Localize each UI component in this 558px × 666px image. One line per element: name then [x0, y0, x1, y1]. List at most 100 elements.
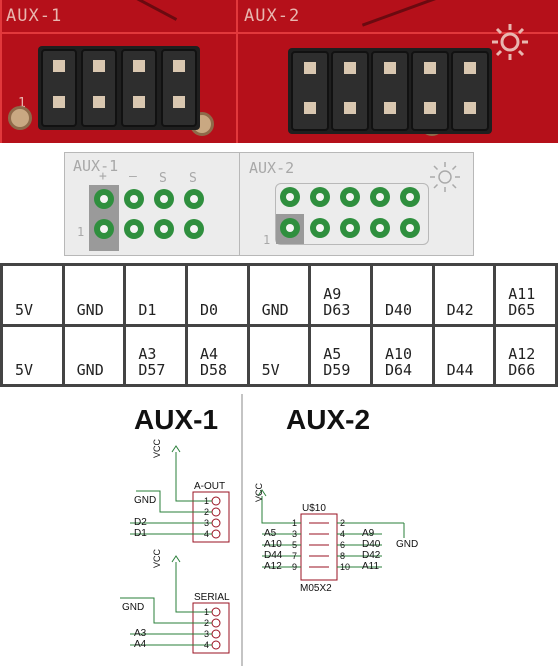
silkscreen-diagram: AUX-1 AUX-2 + – S S 1 1: [64, 152, 474, 256]
pad: [184, 189, 204, 209]
photo-pad: [8, 106, 32, 130]
pin-number: 1: [292, 518, 298, 528]
table-cell: A11 D65: [493, 263, 558, 327]
table-cell: D1: [123, 263, 188, 327]
aux2-heading: AUX-2: [286, 404, 371, 435]
connector-name: A-OUT: [194, 481, 226, 492]
pad: [184, 219, 204, 239]
pad: [124, 189, 144, 209]
silk-aux2-label: AUX-2: [249, 159, 295, 177]
pad: [400, 187, 420, 207]
silk-s-symbol: S: [159, 171, 167, 186]
photo-trace: [361, 0, 439, 27]
aux1-header-photo: [38, 46, 200, 130]
pad: [94, 189, 114, 209]
aux2-outline: [275, 183, 429, 245]
part-reference: U$10: [302, 503, 326, 514]
table-cell: A5 D59: [308, 323, 373, 387]
table-cell: 5V: [0, 263, 65, 327]
table-cell: D42: [431, 263, 497, 327]
gear-outline-icon: [430, 162, 460, 192]
pad: [370, 187, 390, 207]
silk-pin1-label: 1: [263, 233, 271, 247]
net-label: A10: [264, 539, 282, 550]
aux2-header-photo: [288, 48, 492, 134]
net-label: A3: [134, 628, 147, 639]
table-cell: GND: [246, 263, 312, 327]
silk-divider: [239, 153, 240, 255]
net-label: A5: [264, 528, 277, 539]
pad: [280, 187, 300, 207]
silk-minus-symbol: –: [129, 169, 137, 184]
pad: [310, 187, 330, 207]
vcc-label: VCC: [254, 482, 264, 502]
photo-pin1-label: 1: [18, 96, 27, 111]
table-cell: A9 D63: [308, 263, 373, 327]
photo-aux1-label: AUX-1: [6, 6, 63, 26]
pad: [94, 219, 114, 239]
net-label: D2: [134, 517, 147, 528]
pin-number: 1: [204, 607, 210, 617]
pin-number: 3: [204, 629, 210, 639]
pin-number: 4: [204, 640, 210, 650]
pin-number: 4: [204, 529, 210, 539]
schematic: AUX-1 AUX-2: [0, 390, 558, 666]
net-label: GND: [134, 495, 157, 506]
pad: [400, 218, 420, 238]
pin-number: 2: [340, 518, 346, 528]
table-cell: 5V: [246, 323, 312, 387]
table-row: 5V GND D1 D0 GND A9 D63 D40 D42 A11 D65: [0, 263, 558, 327]
net-label: D44: [264, 550, 283, 561]
table-cell: D0: [184, 263, 250, 327]
schematic-wires: [120, 394, 405, 666]
silk-aux1-label: AUX-1: [73, 157, 119, 175]
net-label: GND: [122, 602, 145, 613]
vcc-label: VCC: [152, 438, 162, 458]
pin-number: 8: [340, 551, 346, 561]
net-label: D40: [362, 539, 381, 550]
silk-pin1-label: 1: [77, 225, 85, 239]
pad: [340, 187, 360, 207]
net-label: A4: [134, 639, 147, 650]
pin-number: 10: [340, 562, 351, 572]
pad: [310, 218, 330, 238]
table-cell: D44: [431, 323, 497, 387]
table-cell: A4 D58: [184, 323, 250, 387]
net-label: D42: [362, 550, 381, 561]
table-row: 5V GND A3 D57 A4 D58 5V A5 D59 A10 D64 D…: [0, 323, 558, 387]
table-cell: GND: [61, 263, 127, 327]
pin-map-table: 5V GND D1 D0 GND A9 D63 D40 D42 A11 D65 …: [0, 263, 558, 387]
net-label: GND: [396, 539, 419, 550]
pad: [154, 219, 174, 239]
pin-number: 3: [292, 529, 298, 539]
pin-number: 1: [204, 496, 210, 506]
table-cell: A10 D64: [369, 323, 435, 387]
table-cell: GND: [61, 323, 127, 387]
net-label: A12: [264, 561, 282, 572]
photo-aux2-label: AUX-2: [244, 6, 301, 26]
net-label: A9: [362, 528, 375, 539]
pad: [370, 218, 390, 238]
pin-number: 2: [204, 618, 210, 628]
pad: [280, 218, 300, 238]
photo-trace: [122, 0, 178, 21]
pad: [124, 219, 144, 239]
net-label: D1: [134, 528, 147, 539]
pin-number: 7: [292, 551, 298, 561]
table-cell: 5V: [0, 323, 65, 387]
table-cell: A12 D66: [493, 323, 558, 387]
table-cell: A3 D57: [123, 323, 188, 387]
pad: [154, 189, 174, 209]
silk-s-symbol: S: [189, 171, 197, 186]
table-cell: D40: [369, 263, 435, 327]
pad: [340, 218, 360, 238]
pin-number: 6: [340, 540, 346, 550]
pin-number: 2: [204, 507, 210, 517]
part-name: M05X2: [300, 583, 332, 594]
gear-logo-icon: [492, 24, 528, 60]
pin-number: 3: [204, 518, 210, 528]
pin-number: 5: [292, 540, 298, 550]
net-label: A11: [362, 561, 380, 572]
vcc-label: VCC: [152, 548, 162, 568]
pin-number: 9: [292, 562, 298, 572]
